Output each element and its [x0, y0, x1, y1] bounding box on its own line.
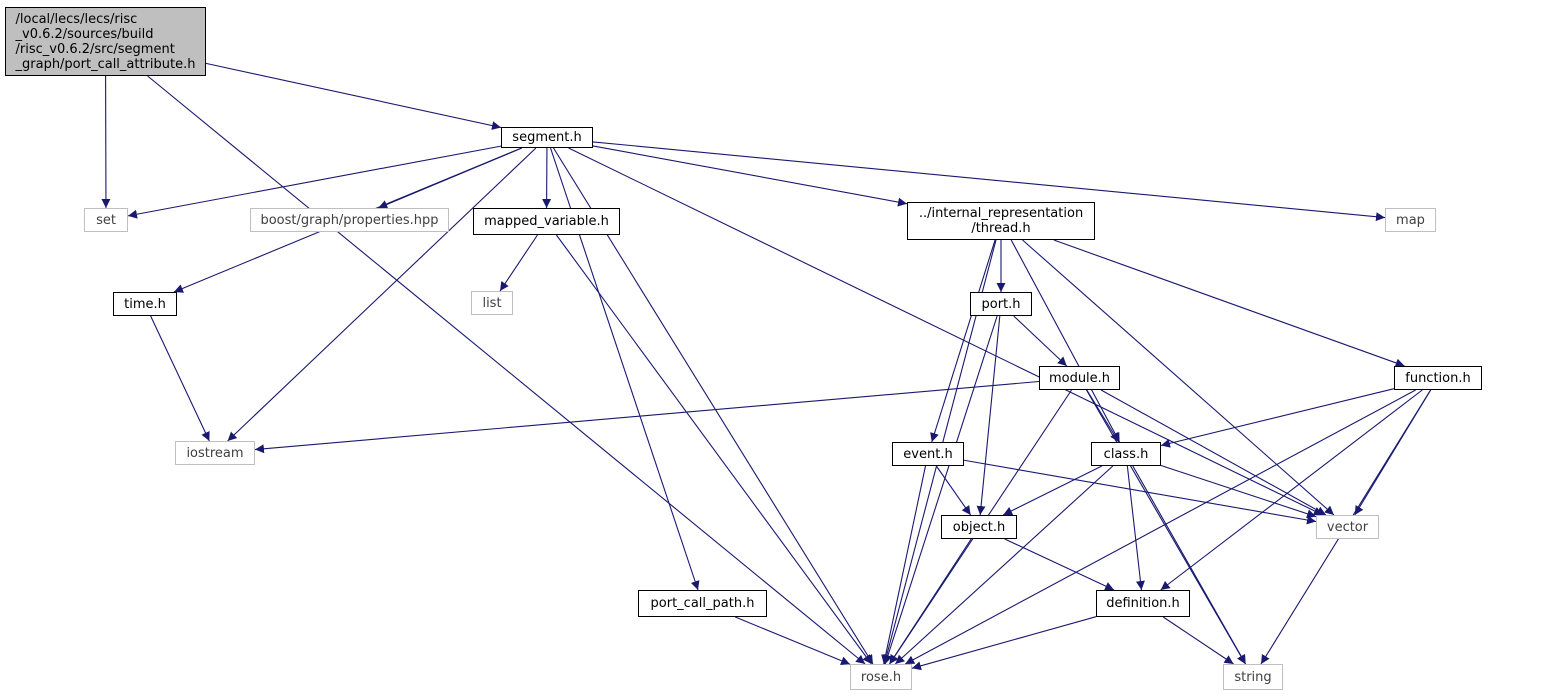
- edge-port_call_path-to-rose: [735, 616, 851, 665]
- edge-class-to-definition: [1126, 465, 1145, 591]
- node-iostream[interactable]: iostream: [175, 441, 255, 465]
- edge-root-to-segment: [205, 62, 502, 130]
- edge-thread-to-class: [1010, 239, 1121, 443]
- node-list[interactable]: list: [471, 291, 513, 315]
- edge-thread-to-vector: [1022, 239, 1335, 516]
- edge-segment-to-map: [592, 141, 1386, 222]
- edge-thread-to-event: [930, 239, 996, 443]
- edge-class-to-vector: [1160, 465, 1317, 519]
- edge-function-to-rose: [904, 389, 1416, 665]
- edge-class-to-string: [1132, 465, 1247, 665]
- node-set[interactable]: set: [84, 208, 128, 232]
- node-string[interactable]: string: [1223, 664, 1283, 690]
- edge-module-to-class: [1086, 389, 1120, 443]
- edge-mapped_variable-to-list: [499, 234, 538, 292]
- node-port-h[interactable]: port.h: [970, 292, 1032, 316]
- edge-segment-to-thread: [592, 145, 908, 207]
- edge-port-to-object: [976, 315, 1001, 516]
- node-port-call-path-h[interactable]: port_call_path.h: [638, 590, 767, 617]
- node-segment-h[interactable]: segment.h: [501, 127, 593, 148]
- edge-event-to-rose: [881, 465, 927, 665]
- edge-class-to-object: [1002, 465, 1103, 516]
- edge-event-to-vector: [963, 459, 1317, 525]
- node-port-call-attribute-h[interactable]: /local/lecs/lecs/risc _v0.6.2/sources/bu…: [5, 7, 206, 76]
- node-time-h[interactable]: time.h: [113, 292, 177, 316]
- edge-function-to-definition: [1160, 389, 1423, 591]
- edge-class-to-rose: [894, 465, 1114, 665]
- edge-time-to-iostream: [150, 315, 210, 442]
- node-object-h[interactable]: object.h: [941, 515, 1017, 539]
- edge-port-to-module: [1013, 315, 1068, 367]
- node-vector[interactable]: vector: [1316, 515, 1379, 539]
- node-mapped-variable-h[interactable]: mapped_variable.h: [473, 208, 620, 235]
- node-function-h[interactable]: function.h: [1394, 366, 1482, 390]
- edge-event-to-object: [935, 465, 972, 516]
- edge-segment-to-vector: [568, 147, 1324, 516]
- edge-definition-to-rose: [911, 616, 1097, 671]
- edge-thread-to-function: [1053, 239, 1405, 368]
- edge-root-to-rose: [147, 75, 866, 665]
- edge-object-to-definition: [1004, 538, 1115, 591]
- edge-port-to-rose: [883, 315, 998, 665]
- edge-object-to-rose: [889, 538, 972, 665]
- node-thread-h[interactable]: ../internal_representation /thread.h: [907, 202, 1095, 240]
- node-definition-h[interactable]: definition.h: [1096, 590, 1190, 617]
- node-event-h[interactable]: event.h: [892, 442, 964, 466]
- edge-segment-to-set: [127, 145, 502, 219]
- edge-segment-to-iostream: [227, 147, 537, 442]
- edge-function-to-class: [1160, 388, 1395, 448]
- node-map[interactable]: map: [1385, 208, 1436, 232]
- edge-definition-to-string: [1162, 616, 1234, 665]
- node-class-h[interactable]: class.h: [1091, 442, 1161, 466]
- node-boost-graph-properties-hpp[interactable]: boost/graph/properties.hpp: [250, 208, 449, 232]
- node-rose-h[interactable]: rose.h: [850, 664, 912, 690]
- edge-module-to-iostream: [254, 380, 1040, 454]
- edge-mapped_variable-to-rose: [555, 234, 872, 665]
- node-module-h[interactable]: module.h: [1039, 366, 1120, 390]
- edge-module-to-vector: [1100, 389, 1327, 516]
